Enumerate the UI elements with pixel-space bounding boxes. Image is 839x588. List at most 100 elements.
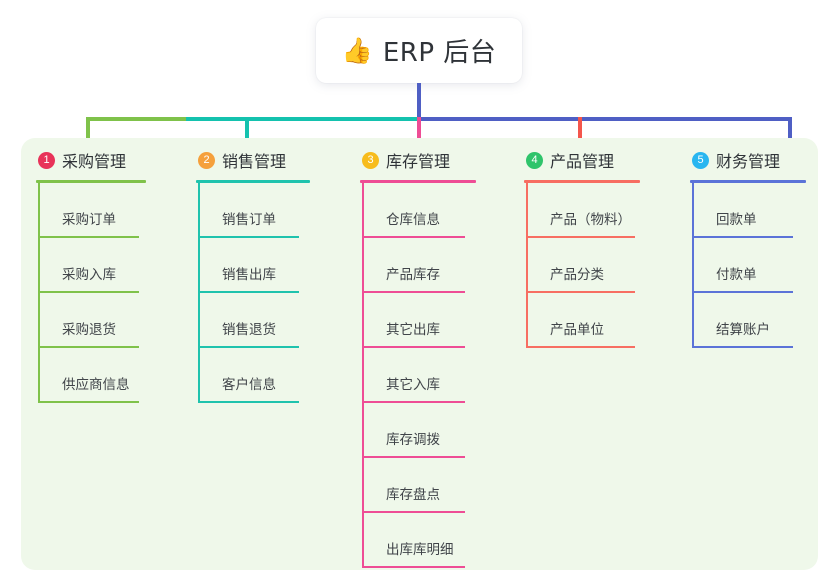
leaf-label: 出库库明细 <box>386 542 454 558</box>
leaf-label: 库存调拨 <box>386 432 440 448</box>
leaf-rule <box>364 401 465 403</box>
leaf-label: 回款单 <box>716 212 757 228</box>
leaf-node[interactable]: 库存盘点 <box>362 458 510 513</box>
leaf-rule <box>40 346 139 348</box>
leaf-label: 产品分类 <box>550 267 604 283</box>
leaf-node[interactable]: 库存调拨 <box>362 403 510 458</box>
branch-number-badge: 2 <box>198 151 215 169</box>
leaf-rule <box>364 236 465 238</box>
leaf-list: 产品（物料） 产品分类产品单位 <box>524 183 676 348</box>
root-node[interactable]: 👍 ERP 后台 <box>316 18 522 83</box>
leaf-label: 供应商信息 <box>62 377 130 393</box>
branch-number-badge: 1 <box>38 151 55 169</box>
branch-connector-1 <box>86 117 90 148</box>
branch-column-3: 3 库存管理仓库信息产品库存其它出库其它入库库存调拨库存盘点出库库明细 <box>360 148 510 568</box>
leaf-node[interactable]: 销售退货 <box>198 293 346 348</box>
leaf-label: 销售退货 <box>222 322 276 338</box>
leaf-label: 产品单位 <box>550 322 604 338</box>
branch-header-3[interactable]: 3 库存管理 <box>360 148 510 172</box>
leaf-trunk-line <box>362 183 364 568</box>
branch-header-1[interactable]: 1 采购管理 <box>36 148 186 172</box>
bus-line-green <box>86 117 186 121</box>
leaf-rule <box>528 236 635 238</box>
leaf-rule <box>364 511 465 513</box>
branch-title: 采购管理 <box>62 152 127 171</box>
branch-number-badge: 3 <box>362 151 379 169</box>
bus-line-teal <box>186 117 419 121</box>
leaf-label: 采购入库 <box>62 267 116 283</box>
leaf-node[interactable]: 产品分类 <box>526 238 676 293</box>
leaf-node[interactable]: 销售订单 <box>198 183 346 238</box>
branch-header-rule <box>196 180 310 183</box>
leaf-rule <box>694 346 793 348</box>
leaf-list: 采购订单采购入库采购退货供应商信息 <box>36 183 186 403</box>
leaf-rule <box>528 346 635 348</box>
branch-title: 财务管理 <box>716 152 781 171</box>
branch-column-1: 1 采购管理采购订单采购入库采购退货供应商信息 <box>36 148 186 403</box>
branch-header-rule <box>690 180 806 183</box>
leaf-label: 结算账户 <box>716 322 770 338</box>
leaf-node[interactable]: 销售出库 <box>198 238 346 293</box>
branch-connector-4 <box>578 117 582 148</box>
leaf-node[interactable]: 仓库信息 <box>362 183 510 238</box>
branch-number-badge: 4 <box>526 151 543 169</box>
leaf-list: 销售订单销售出库销售退货客户信息 <box>196 183 346 403</box>
leaf-node[interactable]: 采购入库 <box>38 238 186 293</box>
leaf-label: 客户信息 <box>222 377 276 393</box>
leaf-rule <box>364 566 465 568</box>
branch-title: 销售管理 <box>222 152 287 171</box>
leaf-node[interactable]: 其它入库 <box>362 348 510 403</box>
root-title: ERP 后台 <box>382 38 497 68</box>
leaf-label: 其它入库 <box>386 377 440 393</box>
leaf-node[interactable]: 产品库存 <box>362 238 510 293</box>
leaf-node[interactable]: 结算账户 <box>692 293 839 348</box>
leaf-rule <box>364 346 465 348</box>
branch-connector-3 <box>417 117 421 148</box>
branch-header-2[interactable]: 2 销售管理 <box>196 148 346 172</box>
branch-column-5: 5 财务管理回款单付款单结算账户 <box>690 148 839 348</box>
leaf-label: 产品（物料） <box>550 212 631 228</box>
leaf-list: 回款单付款单结算账户 <box>690 183 839 348</box>
leaf-trunk-line <box>198 183 200 403</box>
leaf-node[interactable]: 付款单 <box>692 238 839 293</box>
leaf-label: 其它出库 <box>386 322 440 338</box>
leaf-label: 付款单 <box>716 267 757 283</box>
leaf-trunk-line <box>38 183 40 403</box>
leaf-rule <box>528 291 635 293</box>
leaf-node[interactable]: 出库库明细 <box>362 513 510 568</box>
leaf-node[interactable]: 客户信息 <box>198 348 346 403</box>
leaf-rule <box>40 291 139 293</box>
leaf-label: 仓库信息 <box>386 212 440 228</box>
leaf-node[interactable]: 采购退货 <box>38 293 186 348</box>
leaf-node[interactable]: 其它出库 <box>362 293 510 348</box>
leaf-rule <box>694 236 793 238</box>
leaf-rule <box>364 291 465 293</box>
bus-line-blue <box>419 117 792 121</box>
leaf-node[interactable]: 产品（物料） <box>526 183 676 238</box>
leaf-rule <box>364 456 465 458</box>
branch-header-rule <box>36 180 146 183</box>
leaf-label: 库存盘点 <box>386 487 440 503</box>
leaf-node[interactable]: 供应商信息 <box>38 348 186 403</box>
leaf-node[interactable]: 产品单位 <box>526 293 676 348</box>
leaf-list: 仓库信息产品库存其它出库其它入库库存调拨库存盘点出库库明细 <box>360 183 510 568</box>
diagram-panel <box>21 138 818 570</box>
leaf-trunk-line <box>692 183 694 348</box>
leaf-rule <box>200 401 299 403</box>
branch-number-badge: 5 <box>692 151 709 169</box>
thumbs-up-icon: 👍 <box>341 36 373 65</box>
leaf-rule <box>40 401 139 403</box>
branch-connector-5 <box>788 117 792 148</box>
leaf-label: 采购退货 <box>62 322 116 338</box>
leaf-rule <box>200 346 299 348</box>
leaf-node[interactable]: 回款单 <box>692 183 839 238</box>
branch-connector-2 <box>245 117 249 148</box>
branch-title: 库存管理 <box>386 152 451 171</box>
leaf-label: 销售出库 <box>222 267 276 283</box>
leaf-node[interactable]: 采购订单 <box>38 183 186 238</box>
leaf-rule <box>694 291 793 293</box>
branch-header-5[interactable]: 5 财务管理 <box>690 148 839 172</box>
root-stem-connector <box>417 83 421 119</box>
